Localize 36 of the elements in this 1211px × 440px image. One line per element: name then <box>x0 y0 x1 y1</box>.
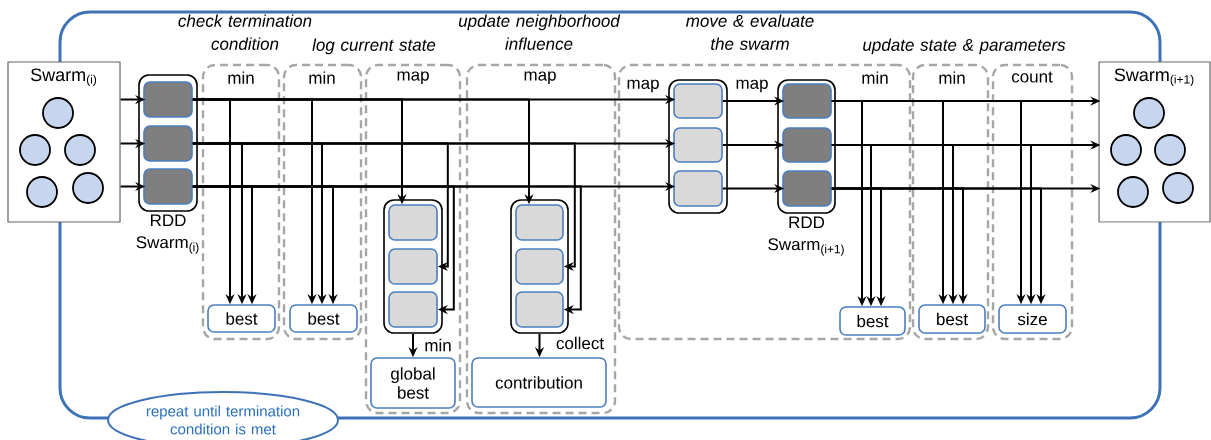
partition-cell <box>782 83 832 119</box>
node-label: RDD Swarm$_{(i)}$ <box>136 214 199 254</box>
stage-heading: update neighborhood influence <box>458 14 621 50</box>
result-box: global best <box>370 357 456 409</box>
edge-label: map <box>624 77 662 95</box>
swarm-box: Swarm$_{(i+1)}$ <box>1098 61 1211 223</box>
result-box: best <box>207 304 276 333</box>
stage-heading: check termination condition <box>178 14 312 50</box>
partition-cell <box>143 125 193 162</box>
result-box: best <box>289 304 358 333</box>
edge-label: map <box>733 77 771 95</box>
stage-heading: move & evaluate the swarm <box>686 14 814 50</box>
partition-cell <box>782 170 832 207</box>
partition-cell <box>143 81 193 118</box>
partition-cell <box>515 291 564 328</box>
partition-cell <box>673 170 723 207</box>
node-label: RDD Swarm$_{(i+1)}$ <box>768 216 844 256</box>
edge-label: collect <box>553 334 607 352</box>
partition-cell <box>388 248 438 285</box>
result-box: best <box>918 304 986 334</box>
partition-cell <box>388 291 438 328</box>
stage-heading: update state & parameters <box>863 38 1066 55</box>
result-box: best <box>839 306 906 336</box>
partition-cell <box>782 127 832 163</box>
partition-cell <box>515 248 564 285</box>
partition-cell <box>515 204 564 241</box>
partition-cell <box>673 83 723 119</box>
node-label: repeat until termination condition is met <box>146 405 300 435</box>
stage-heading: log current state <box>312 38 436 55</box>
partition-cell <box>673 127 723 163</box>
swarm-box: Swarm$_{(i)}$ <box>7 61 121 223</box>
partition-cell <box>143 168 193 205</box>
partition-cell <box>388 204 438 241</box>
result-box: size <box>998 304 1067 334</box>
edge-label: min <box>422 336 454 354</box>
result-box: contribution <box>471 357 607 408</box>
